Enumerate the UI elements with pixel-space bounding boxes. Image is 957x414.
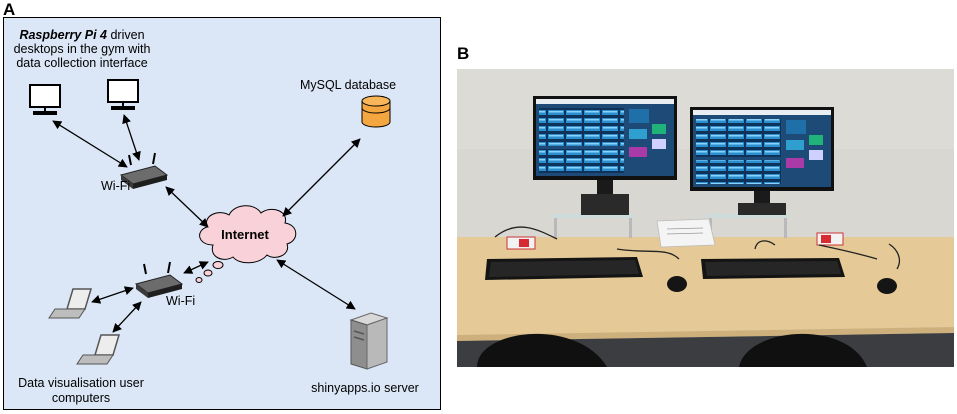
setup-photo [457,69,954,367]
internet-label: Internet [221,227,269,242]
raspberry-pi-case [506,236,536,250]
chair-left [477,333,607,367]
raspberry-pi-case [816,232,844,246]
chair-right [739,333,867,367]
arrow-laptop2-wifi2 [112,301,142,333]
arrow-wifi2-internet [183,261,209,274]
connection-arrows [52,114,361,333]
diagram-caption-line3: data collection interface [16,56,147,70]
laptop-icon [48,288,93,319]
server-icon [349,312,389,370]
diagram-caption-line2: desktops in the gym with [14,42,151,56]
mysql-label: MySQL database [300,78,396,92]
desktop-monitor-icon [29,84,61,115]
dataviz-label-line2: computers [52,391,110,405]
network-diagram: Raspberry Pi 4 driven desktops in the gy… [3,17,441,410]
arrow-server-internet [276,259,356,310]
cables [494,226,901,270]
internet-cloud-icon [195,205,297,283]
laptop-icon [76,334,121,365]
monitor-left [533,96,677,215]
server-label: shinyapps.io server [311,381,419,395]
wifi-top-label: Wi-Fi [101,179,130,193]
arrow-monitor1-wifi [52,120,128,168]
arrow-monitor2-wifi [122,114,141,161]
paper-stack [656,218,716,248]
monitor-right [690,107,834,215]
wifi-bottom-label: Wi-Fi [166,294,195,308]
arrow-laptop1-wifi2 [91,286,134,304]
diagram-caption-line1: Raspberry Pi 4 driven [19,28,144,42]
wifi-router-icon [119,152,169,189]
desktop-monitor-icon [107,79,139,110]
arrow-mysql-internet [282,138,361,217]
glass-monitor-stand [552,214,634,238]
arrow-wifi-internet [165,186,209,228]
panel-b-letter: B [457,44,470,63]
mouse-left [667,276,687,292]
mouse-right [877,278,897,294]
keyboard-left [485,257,643,280]
panel-a-letter: A [3,0,16,19]
wifi-router-icon [134,261,184,298]
dataviz-label-line1: Data visualisation user [18,376,144,390]
keyboard-right [701,258,845,279]
database-icon [361,95,391,128]
